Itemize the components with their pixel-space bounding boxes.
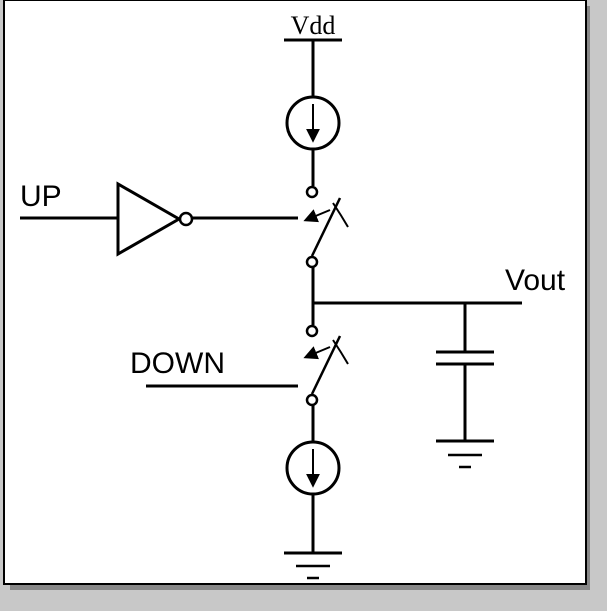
vdd-rail-icon (284, 38, 342, 98)
down-label: DOWN (130, 347, 225, 380)
ground-cap-icon (436, 439, 494, 469)
diagram-panel (3, 0, 587, 585)
down-switch-icon (303, 324, 349, 407)
bottom-current-source-icon (285, 405, 341, 552)
vdd-label: Vdd (291, 11, 336, 40)
up-label: UP (20, 180, 62, 213)
up-switch-icon (303, 185, 349, 269)
inverter-icon (116, 181, 194, 257)
capacitor-icon (436, 303, 494, 440)
vout-label: Vout (505, 264, 566, 297)
top-current-source-icon (285, 95, 341, 186)
ground-bottom-icon (284, 551, 342, 580)
